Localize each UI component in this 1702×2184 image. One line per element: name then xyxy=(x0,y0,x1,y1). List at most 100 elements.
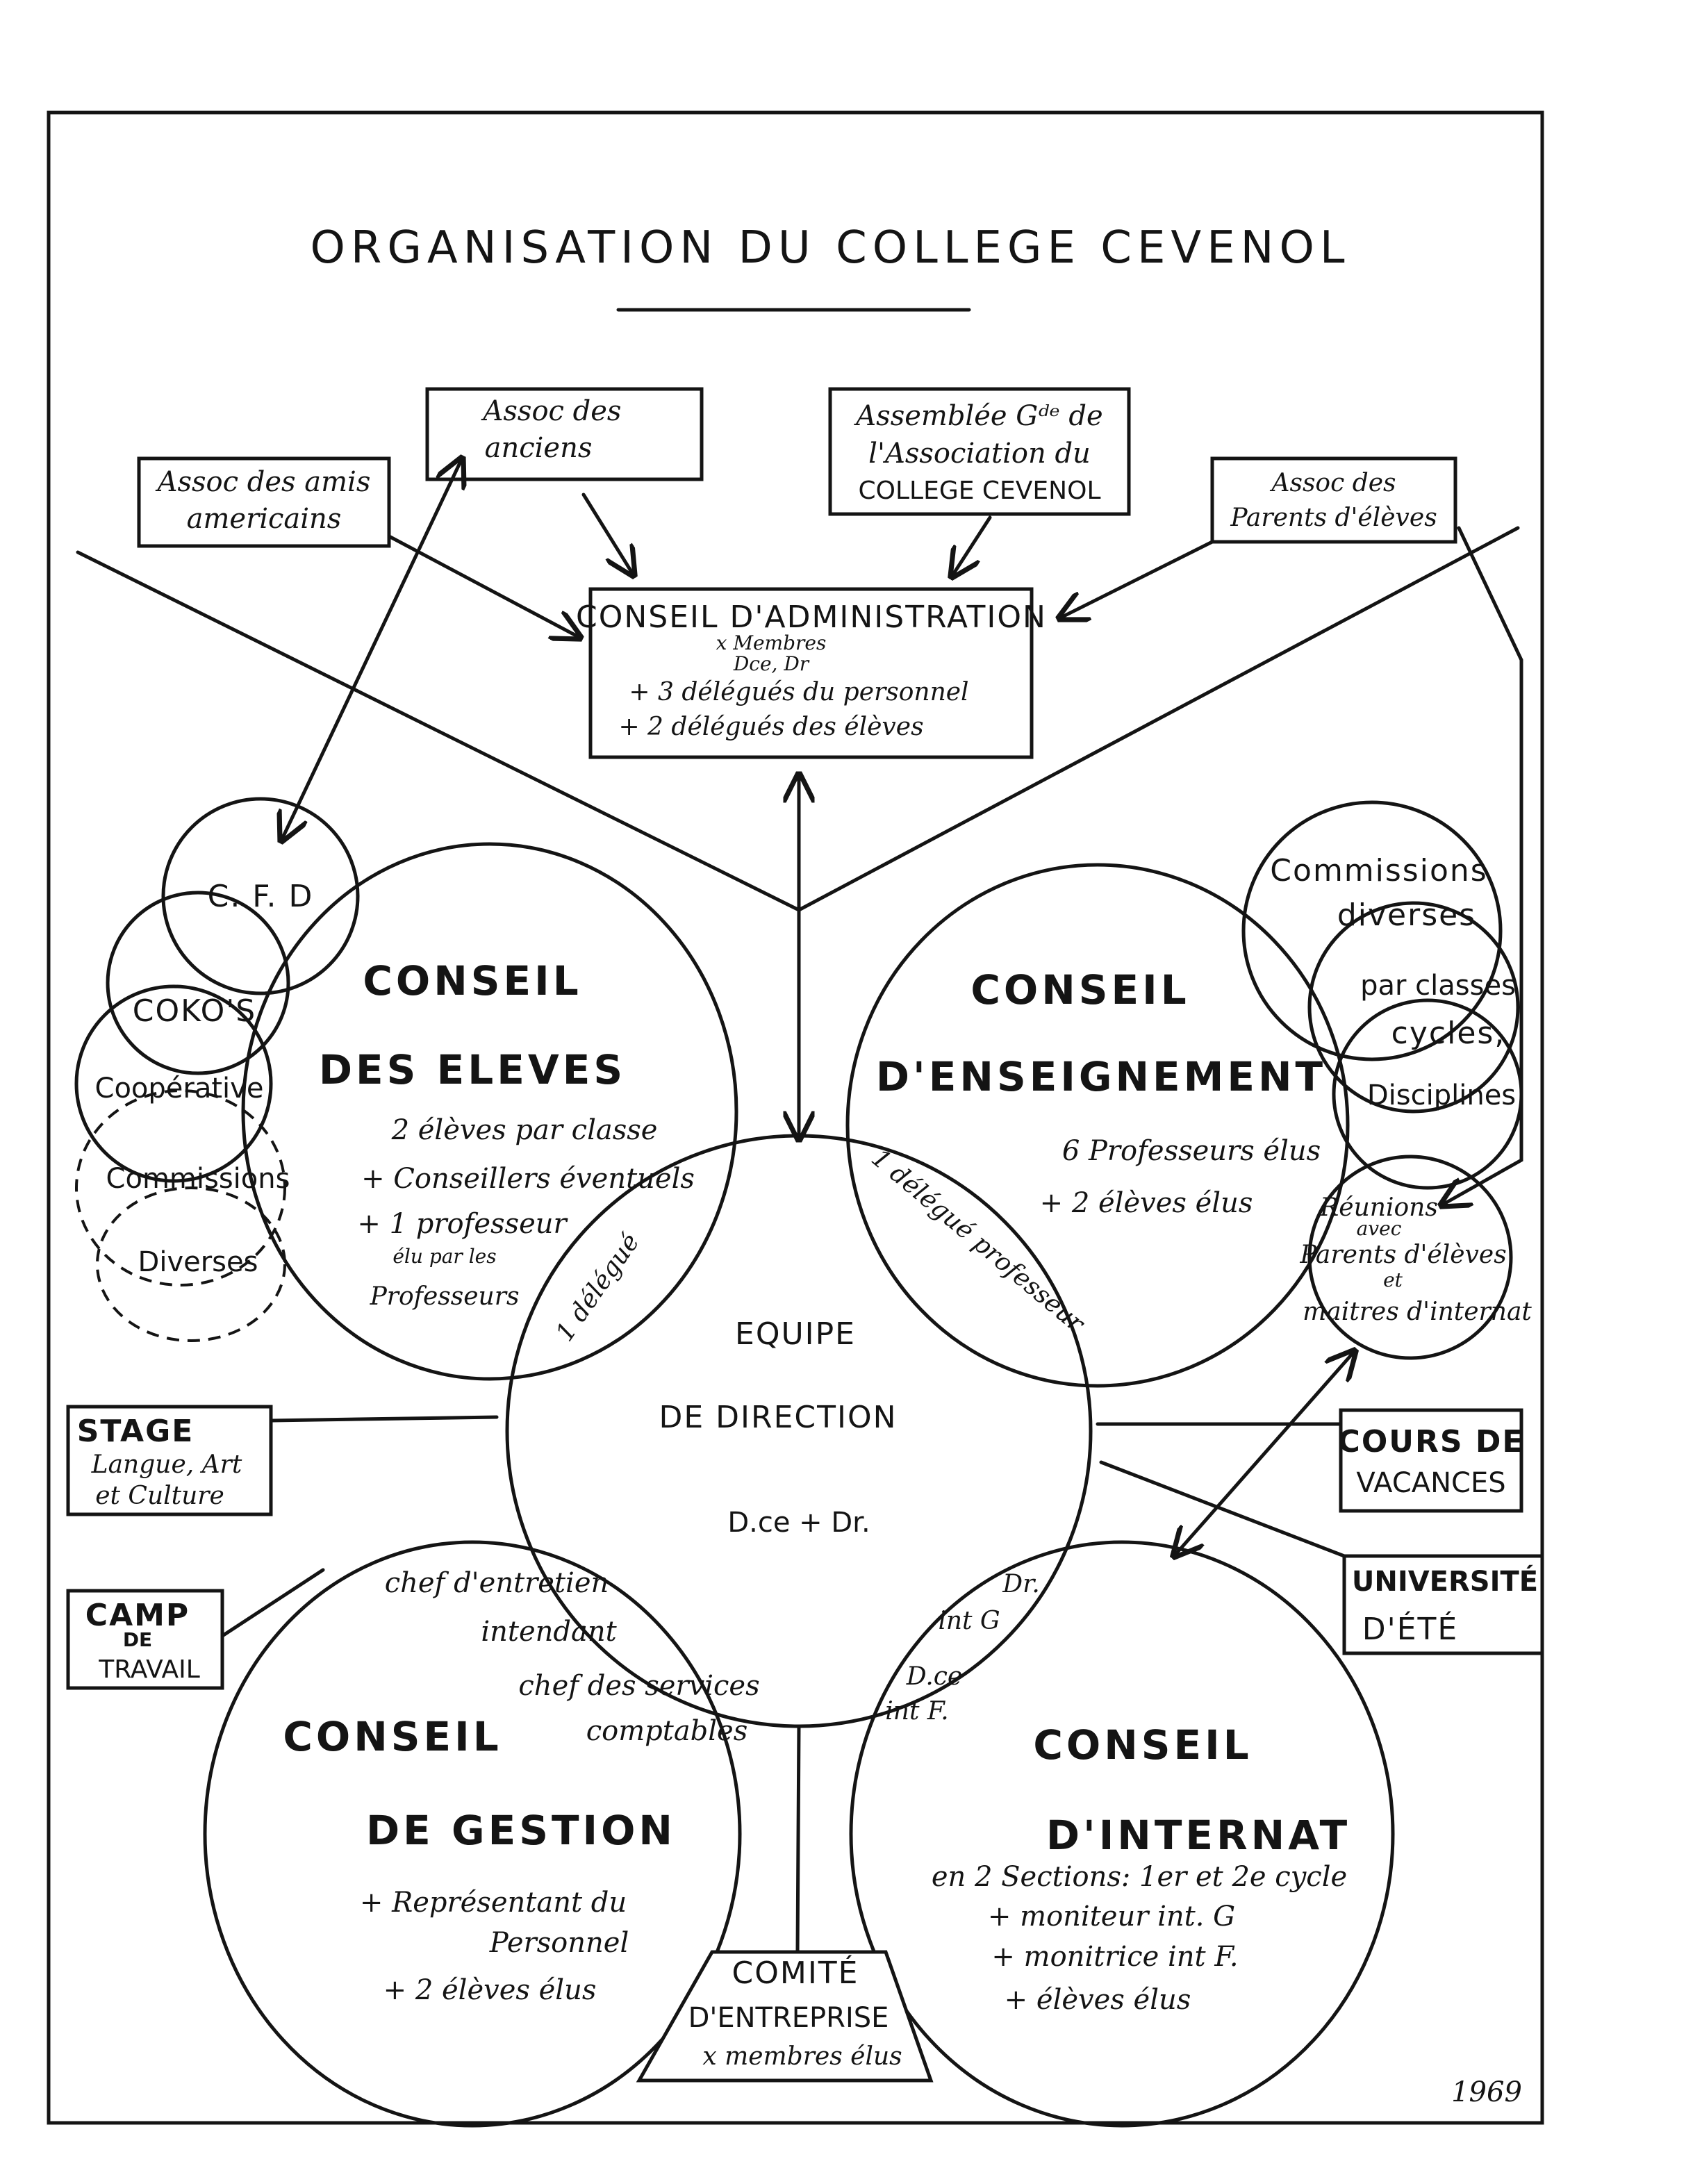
svg-text:Diverses: Diverses xyxy=(138,1246,258,1278)
svg-text:Assoc des amis: Assoc des amis xyxy=(155,466,371,498)
svg-text:Personnel: Personnel xyxy=(489,1927,629,1959)
svg-text:DES ELEVES: DES ELEVES xyxy=(319,1046,626,1093)
circle-cfd: C. F. D xyxy=(161,797,360,995)
arrow-assemblee-to-admin xyxy=(952,515,992,577)
link-universite xyxy=(1099,1460,1346,1558)
svg-text:Commissions: Commissions xyxy=(1270,853,1487,888)
svg-text:D'INTERNAT: D'INTERNAT xyxy=(1046,1812,1350,1859)
svg-text:intendant: intendant xyxy=(481,1616,617,1648)
circle-cokos: COKO'S xyxy=(106,891,290,1075)
box-anciens: Assoc des anciens xyxy=(425,387,704,481)
svg-text:CAMP: CAMP xyxy=(85,1598,190,1633)
svg-text:Coopérative: Coopérative xyxy=(95,1073,264,1105)
svg-text:+ 2 élèves élus: + 2 élèves élus xyxy=(383,1974,597,2006)
svg-text:VACANCES: VACANCES xyxy=(1356,1467,1505,1499)
circle-equipe-direction: EQUIPE DE DIRECTION D.ce + Dr. xyxy=(505,1134,1093,1728)
box-amis-americains: Assoc des amis americains xyxy=(137,456,391,548)
svg-text:D'ÉTÉ: D'ÉTÉ xyxy=(1362,1610,1458,1647)
svg-text:CONSEIL: CONSEIL xyxy=(970,966,1189,1014)
trapezoid-comite-entreprise: COMITÉ D'ENTREPRISE x membres élus xyxy=(636,1950,934,2083)
svg-text:CONSEIL: CONSEIL xyxy=(363,957,581,1004)
svg-text:Dr.: Dr. xyxy=(1002,1570,1040,1598)
svg-text:l'Association du: l'Association du xyxy=(868,438,1091,470)
svg-text:Parents d'élèves: Parents d'élèves xyxy=(1230,504,1437,532)
link-comite xyxy=(795,1724,801,1954)
svg-text:STAGE: STAGE xyxy=(77,1414,195,1449)
svg-text:D'ENSEIGNEMENT: D'ENSEIGNEMENT xyxy=(876,1053,1326,1100)
delegue-professeur: 1 délégué professeur xyxy=(866,1144,1090,1339)
svg-text:x membres élus: x membres élus xyxy=(702,2042,902,2071)
arrow-anciens-cfd xyxy=(281,458,462,841)
svg-text:D'ENTREPRISE: D'ENTREPRISE xyxy=(688,2002,889,2034)
box-cours-vacances: COURS DE VACANCES xyxy=(1338,1408,1525,1513)
svg-text:COMITÉ: COMITÉ xyxy=(732,1954,859,1991)
conseil-admin-title: CONSEIL D'ADMINISTRATION xyxy=(576,599,1047,635)
svg-text:+ 2 élèves élus: + 2 élèves élus xyxy=(1040,1187,1253,1219)
svg-text:et: et xyxy=(1383,1268,1403,1291)
svg-text:6 Professeurs élus: 6 Professeurs élus xyxy=(1062,1135,1321,1167)
svg-text:Commissions: Commissions xyxy=(106,1163,290,1195)
box-camp: CAMP DE TRAVAIL xyxy=(66,1589,224,1690)
svg-text:Parents d'élèves: Parents d'élèves xyxy=(1299,1241,1506,1269)
v-line-right xyxy=(797,526,1520,912)
box-assemblee-generale: Assemblée Gᵈᵉ de l'Association du COLLEG… xyxy=(828,387,1131,516)
link-camp xyxy=(220,1568,325,1638)
svg-text:diverses: diverses xyxy=(1337,897,1476,933)
arrow-anciens-to-admin xyxy=(581,493,634,575)
svg-text:COKO'S: COKO'S xyxy=(133,993,256,1029)
svg-text:UNIVERSITÉ: UNIVERSITÉ xyxy=(1352,1564,1538,1598)
svg-text:par classes: par classes xyxy=(1360,970,1516,1002)
circle-cooperative: Coopérative xyxy=(74,984,273,1183)
svg-text:americains: americains xyxy=(187,503,342,535)
svg-text:Assemblée Gᵈᵉ de: Assemblée Gᵈᵉ de xyxy=(853,400,1102,432)
svg-text:+ Conseillers éventuels: + Conseillers éventuels xyxy=(361,1163,695,1195)
svg-text:Réunions: Réunions xyxy=(1319,1193,1438,1222)
svg-text:DE: DE xyxy=(123,1628,152,1651)
box-parents-eleves: Assoc des Parents d'élèves xyxy=(1210,456,1457,544)
svg-text:DE GESTION: DE GESTION xyxy=(366,1807,676,1854)
svg-text:CONSEIL: CONSEIL xyxy=(283,1713,502,1760)
svg-text:+ 3 délégués du personnel: + 3 délégués du personnel xyxy=(629,678,968,706)
svg-text:en 2 Sections: 1er et 2e cycle: en 2 Sections: 1er et 2e cycle xyxy=(932,1861,1347,1893)
svg-text:Dce, Dr: Dce, Dr xyxy=(733,652,810,675)
svg-text:cycles,: cycles, xyxy=(1391,1016,1506,1051)
box-universite: UNIVERSITÉ D'ÉTÉ xyxy=(1342,1554,1544,1655)
svg-text:+ monitrice int F.: + monitrice int F. xyxy=(991,1941,1238,1973)
arrow-reunions-internat xyxy=(1174,1351,1355,1556)
svg-text:D.ce: D.ce xyxy=(906,1662,963,1691)
svg-text:2 élèves par classe: 2 élèves par classe xyxy=(391,1114,658,1146)
arrow-parents-to-admin xyxy=(1059,540,1214,618)
svg-text:COURS DE: COURS DE xyxy=(1338,1424,1525,1459)
svg-text:maitres d'internat: maitres d'internat xyxy=(1303,1298,1532,1326)
svg-text:Assoc des: Assoc des xyxy=(1269,469,1396,497)
svg-text:et Culture: et Culture xyxy=(95,1482,224,1510)
svg-text:TRAVAIL: TRAVAIL xyxy=(98,1655,200,1684)
circle-reunions: Réunions avec Parents d'élèves et maitre… xyxy=(1299,1155,1532,1360)
circle-commissions-classes: Commissions diverses par classes cycles,… xyxy=(1241,800,1523,1190)
equipe-line2: DE DIRECTION xyxy=(659,1400,897,1435)
svg-text:Disciplines: Disciplines xyxy=(1367,1079,1516,1111)
page-frame xyxy=(47,110,1544,2125)
equipe-line3: D.ce + Dr. xyxy=(727,1507,870,1539)
svg-text:int F.: int F. xyxy=(885,1697,948,1726)
equipe-line1: EQUIPE xyxy=(735,1316,856,1352)
svg-text:+ élèves élus: + élèves élus xyxy=(1005,1984,1191,2016)
year-label: 1969 xyxy=(1451,2076,1522,2108)
circle-conseil-enseignement: CONSEIL D'ENSEIGNEMENT 6 Professeurs élu… xyxy=(845,863,1350,1388)
svg-text:avec: avec xyxy=(1357,1217,1402,1240)
svg-text:COLLEGE CEVENOL: COLLEGE CEVENOL xyxy=(859,477,1101,505)
box-stage: STAGE Langue, Art et Culture xyxy=(66,1405,273,1516)
svg-text:anciens: anciens xyxy=(485,432,593,464)
svg-text:Assoc des: Assoc des xyxy=(481,395,622,427)
svg-text:+ 1 professeur: + 1 professeur xyxy=(357,1208,568,1240)
svg-text:Professeurs: Professeurs xyxy=(370,1282,520,1311)
circle-conseil-internat: CONSEIL D'INTERNAT Dr. int G D.ce int F.… xyxy=(849,1540,1395,2128)
svg-text:+ Représentant du: + Représentant du xyxy=(360,1887,627,1919)
arrow-parents-to-reunions xyxy=(1441,526,1523,1205)
svg-text:CONSEIL: CONSEIL xyxy=(1033,1721,1252,1769)
svg-text:x Membres: x Membres xyxy=(716,631,827,654)
svg-text:chef d'entretien: chef d'entretien xyxy=(385,1567,609,1599)
circle-conseil-eleves: CONSEIL DES ELEVES 2 élèves par classe +… xyxy=(241,842,738,1381)
